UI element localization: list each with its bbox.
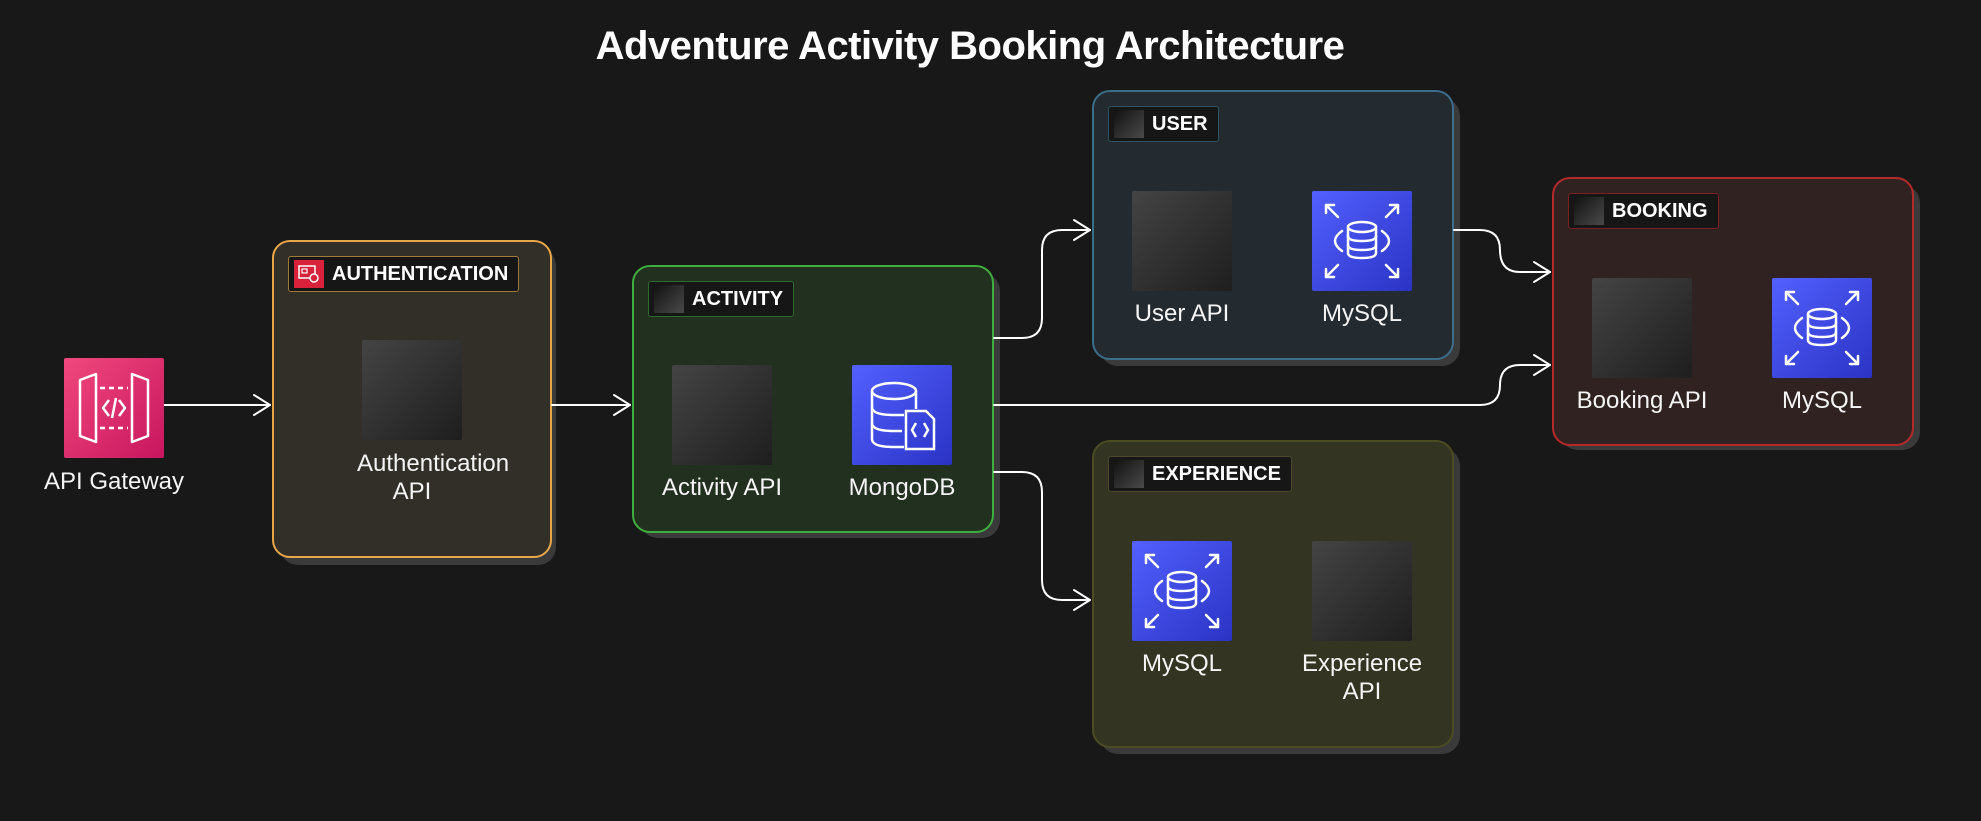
edge-arrowhead [1533,354,1551,376]
user-group-icon [1114,110,1144,138]
user-api-label: User API [1134,300,1230,327]
booking-api-label: Booking API [1576,387,1708,414]
experience-mysql-node[interactable] [1132,541,1232,641]
authentication-api-label: Authentication API [357,450,510,505]
edge-arrowhead [613,394,631,416]
group-label-experience: EXPERIENCE [1152,462,1281,485]
activity-api-node[interactable] [672,365,772,465]
booking-api-node[interactable] [1592,278,1692,378]
edge-arrowhead [1533,261,1551,283]
group-tag-activity: ACTIVITY [648,281,795,317]
group-label-authentication: AUTHENTICATION [332,262,509,285]
mysql-icon [1324,203,1400,279]
edge-arrowhead [253,394,271,416]
group-label-booking: BOOKING [1612,199,1708,222]
group-tag-experience: EXPERIENCE [1108,456,1292,492]
experience-api-node[interactable] [1312,541,1412,641]
api-gateway-label: API Gateway [43,468,185,495]
user-mysql-node[interactable] [1312,191,1412,291]
authentication-icon [294,260,324,288]
api-gateway-icon [78,372,150,444]
mysql-icon [1784,290,1860,366]
mongodb-node[interactable] [852,365,952,465]
mongodb-icon [870,381,936,451]
experience-mysql-label: MySQL [1141,650,1222,677]
group-tag-authentication: AUTHENTICATION [288,256,520,292]
user-mysql-label: MySQL [1321,300,1402,327]
edge-user-to-booking [1453,229,1551,273]
authentication-api-node[interactable] [362,340,462,440]
mongodb-label: MongoDB [848,474,956,501]
edge-activity-to-experience [993,471,1091,601]
edge-arrowhead [1073,589,1091,611]
group-label-user: USER [1152,112,1208,135]
booking-mysql-node[interactable] [1772,278,1872,378]
booking-mysql-label: MySQL [1781,387,1862,414]
activity-api-label: Activity API [661,474,783,501]
group-tag-user: USER [1108,106,1219,142]
experience-api-label: Experience API [1302,650,1423,705]
group-tag-booking: BOOKING [1568,193,1719,229]
edge-arrowhead [1073,219,1091,241]
edge-activity-to-booking [993,364,1551,406]
mysql-icon [1144,553,1220,629]
experience-group-icon [1114,460,1144,488]
api-gateway-node[interactable] [64,358,164,458]
edge-activity-to-user [993,229,1091,339]
activity-group-icon [654,285,684,313]
booking-group-icon [1574,197,1604,225]
diagram-title: Adventure Activity Booking Architecture [595,24,1345,68]
user-api-node[interactable] [1132,191,1232,291]
group-label-activity: ACTIVITY [692,287,784,310]
